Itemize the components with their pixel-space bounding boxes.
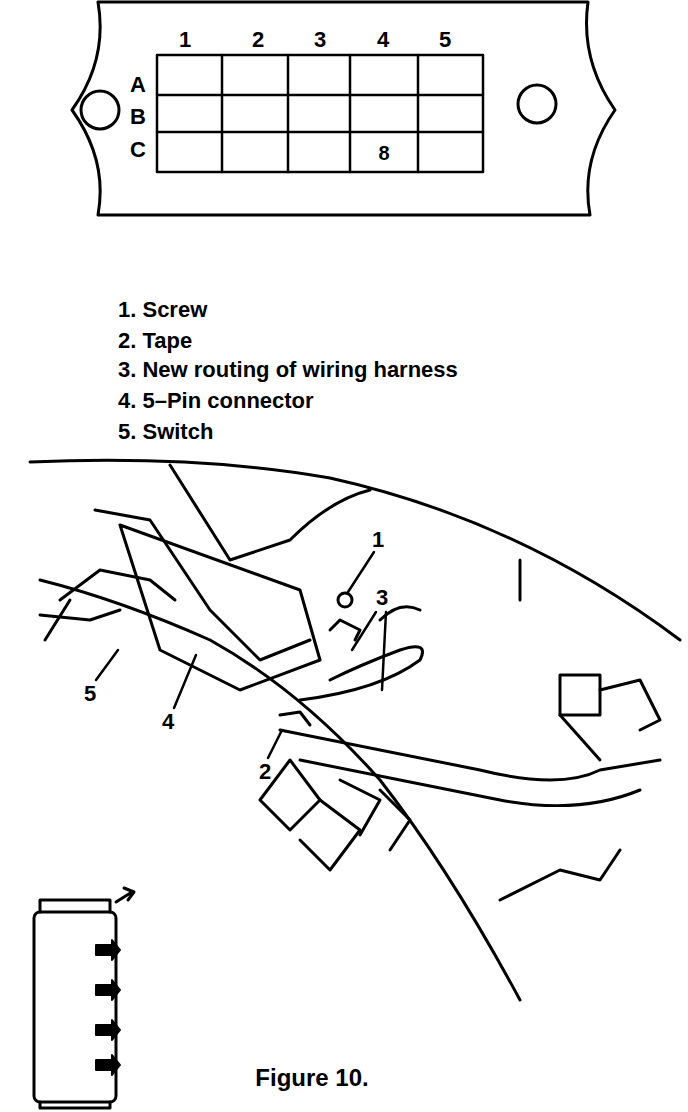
mount-hole [81,91,119,129]
key-entry: 4. 5–Pin connector [118,390,314,412]
key-entry: 5. Switch [118,421,213,443]
callout-number: 2 [259,761,271,783]
mount-hole [518,85,556,123]
key-entry: 2. Tape [118,330,192,352]
figure-caption: Figure 10. [255,1066,368,1090]
leader-line [96,552,386,758]
pin-number: 8 [378,143,389,163]
panel-illustration [30,460,680,1000]
key-entry: 1. Screw [118,299,207,321]
column-number: 5 [439,29,451,51]
connector-plate [72,2,615,215]
column-number: 1 [179,29,191,51]
callout-number: 1 [372,529,384,551]
column-number: 3 [314,29,326,51]
pin-grid [157,55,483,172]
row-letter: C [130,139,146,161]
callout-number: 3 [376,587,388,609]
row-letter: A [130,74,146,96]
row-letter: B [130,106,146,128]
callout-number: 5 [84,683,96,705]
column-number: 4 [377,29,389,51]
connector-detail [34,888,134,1108]
column-number: 2 [252,29,264,51]
key-entry: 3. New routing of wiring harness [118,359,458,381]
callout-number: 4 [162,711,174,733]
